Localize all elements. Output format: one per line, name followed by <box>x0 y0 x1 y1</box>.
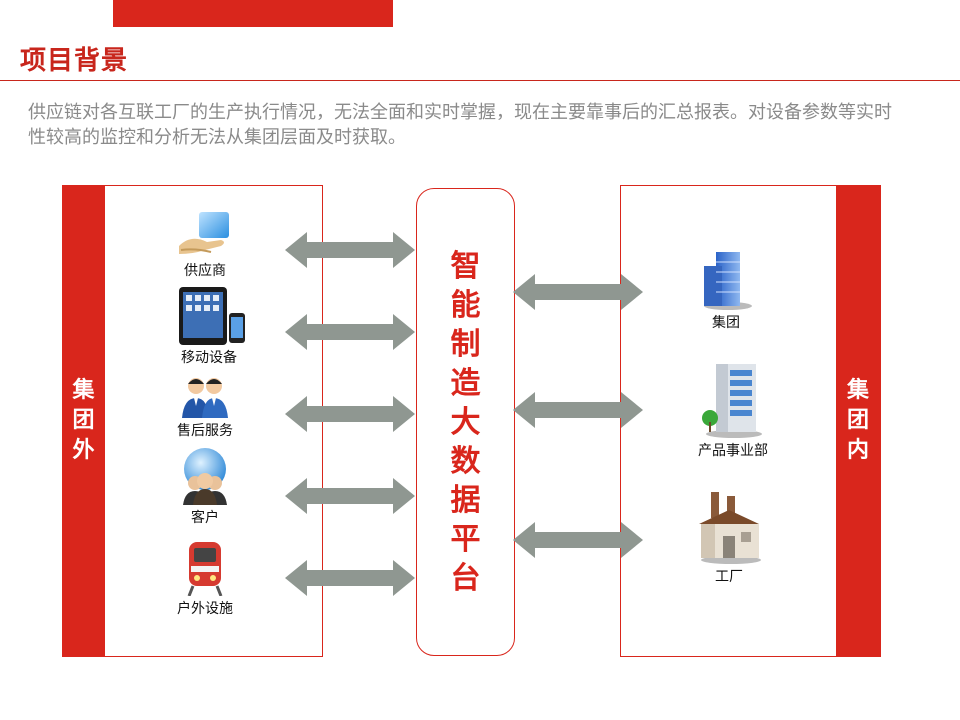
bidirectional-arrow-icon <box>285 232 415 268</box>
node-label: 供应商 <box>184 263 226 279</box>
tablet-phone-icon <box>179 287 245 345</box>
bidirectional-arrow-icon <box>513 274 643 310</box>
external-group-label: 集团外 <box>62 185 105 657</box>
node-factory: 工厂 <box>681 490 777 586</box>
node-label: 集团 <box>712 315 740 331</box>
supplier-handshake-icon <box>179 212 229 254</box>
node-label: 移动设备 <box>181 350 237 366</box>
skyscraper-icon <box>704 252 752 310</box>
node-group: 集团 <box>681 248 771 332</box>
bidirectional-arrow-icon <box>285 478 415 514</box>
node-label: 产品事业部 <box>698 443 768 459</box>
bidirectional-arrow-icon <box>513 392 643 428</box>
node-label: 客户 <box>191 510 219 526</box>
node-outdoor: 户外设施 <box>160 540 250 618</box>
train-icon <box>187 542 223 596</box>
description-text: 供应链对各互联工厂的生产执行情况，无法全面和实时掌握，现在主要靠事后的汇总报表。… <box>28 102 892 148</box>
platform-label: 智能制造大数据平台 <box>450 248 481 596</box>
office-building-icon <box>702 364 762 438</box>
top-accent-bar <box>113 0 393 27</box>
node-label: 户外设施 <box>177 601 233 617</box>
node-customer: 客户 <box>160 447 250 527</box>
node-supplier: 供应商 <box>160 210 250 280</box>
node-label: 工厂 <box>715 569 743 585</box>
customers-globe-icon <box>183 448 227 505</box>
bidirectional-arrow-icon <box>285 396 415 432</box>
node-service: 售后服务 <box>160 376 250 440</box>
bidirectional-arrow-icon <box>513 522 643 558</box>
bidirectional-arrow-icon <box>285 560 415 596</box>
internal-group-label: 集团内 <box>836 185 880 657</box>
service-people-icon <box>182 378 228 418</box>
node-division: 产品事业部 <box>681 362 785 460</box>
node-label: 售后服务 <box>177 423 233 439</box>
title-divider <box>0 80 960 81</box>
node-mobile: 移动设备 <box>164 287 254 367</box>
page-title: 项目背景 <box>20 46 129 76</box>
bidirectional-arrow-icon <box>285 314 415 350</box>
platform-box: 智能制造大数据平台 <box>416 188 515 656</box>
factory-icon <box>699 492 761 564</box>
